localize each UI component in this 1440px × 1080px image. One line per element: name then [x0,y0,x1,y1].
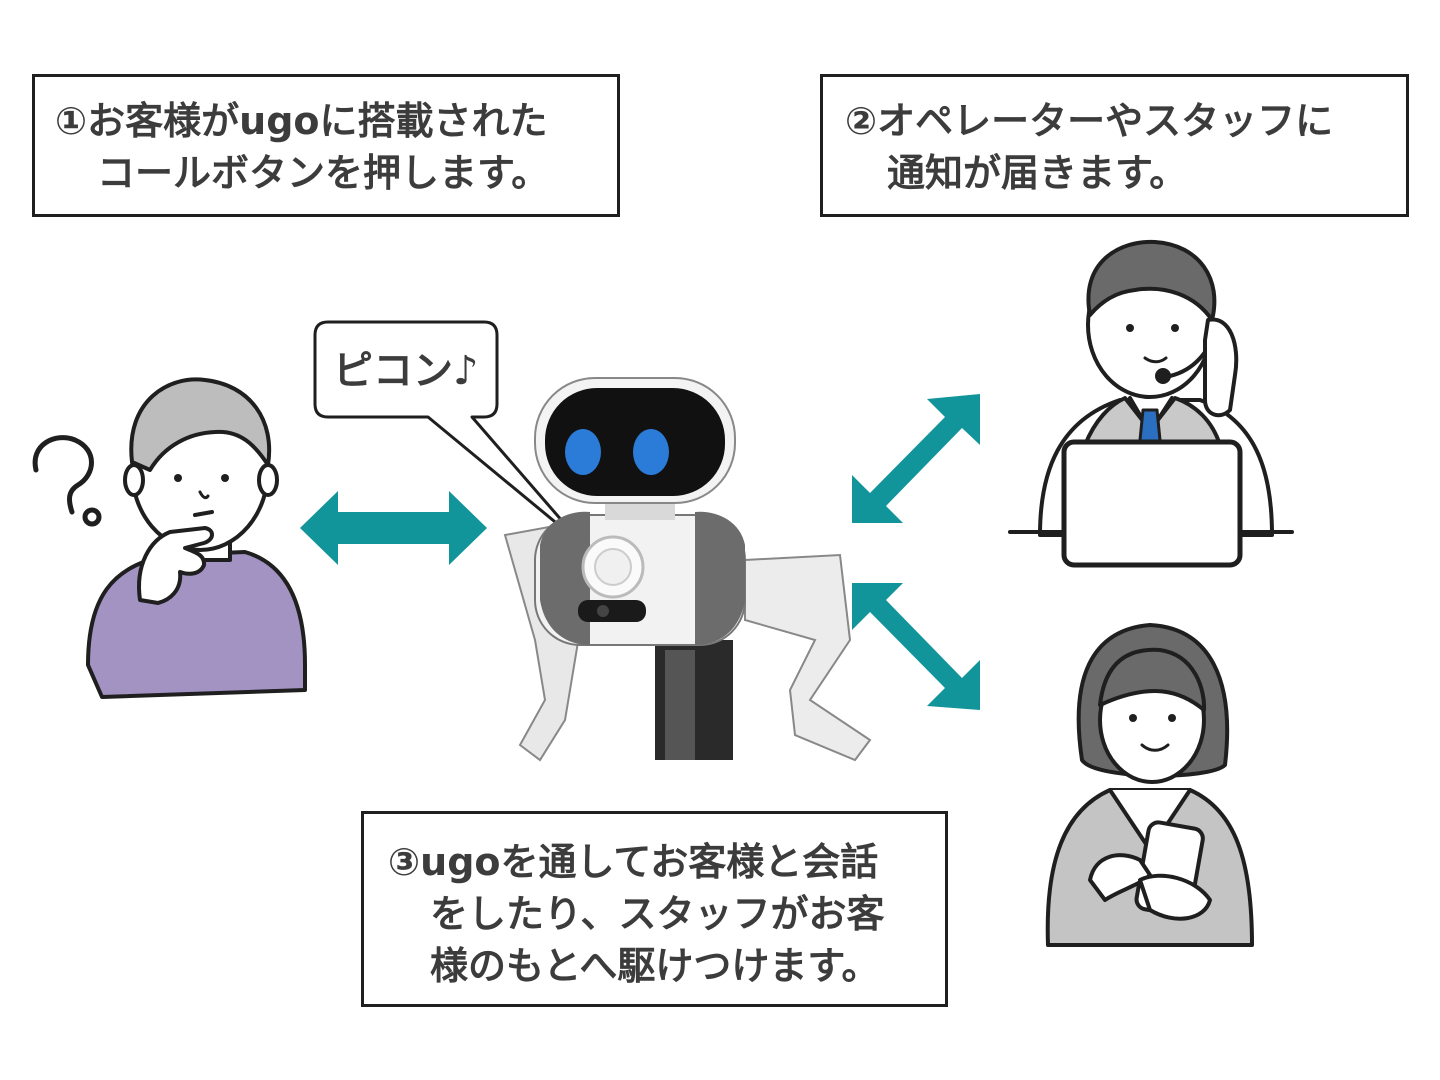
robot-right-eye [633,429,669,475]
question-mark-icon [32,435,102,527]
ugo-robot [503,377,872,762]
double-arrow-icon-lower [852,583,980,710]
staff-figure [1045,623,1254,947]
step-3-line-1: ③ugoを通してお客様と会話 [388,840,879,884]
step-1-box: ①お客様がugoに搭載された コールボタンを押します。 [32,74,620,217]
step-3-line-2: をしたり、スタッフがお客 [430,892,885,936]
double-arrow-icon [300,491,487,565]
step-3-box: ③ugoを通してお客様と会話 をしたり、スタッフがお客 様のもとへ駆けつけます。 [361,811,948,1007]
customer-figure [32,377,307,699]
step-1-line-1: ①お客様がugoに搭載された [55,99,548,143]
robot-speech-bubble: ピコン♪ [313,320,585,547]
operator-figure [1008,239,1294,568]
laptop-icon [1008,439,1294,568]
bubble-text: ピコン♪ [333,348,479,394]
step-2-line-2: 通知が届きます。 [887,151,1188,195]
step-3-line-3: 様のもとへ駆けつけます。 [430,944,880,988]
step-2-line-1: ②オペレーターやスタッフに [845,99,1334,143]
step-1-line-2: コールボタンを押します。 [97,151,550,195]
step-2-box: ②オペレーターやスタッフに 通知が届きます。 [820,74,1409,217]
robot-left-eye [565,429,601,475]
double-arrow-icon-upper [852,394,980,523]
